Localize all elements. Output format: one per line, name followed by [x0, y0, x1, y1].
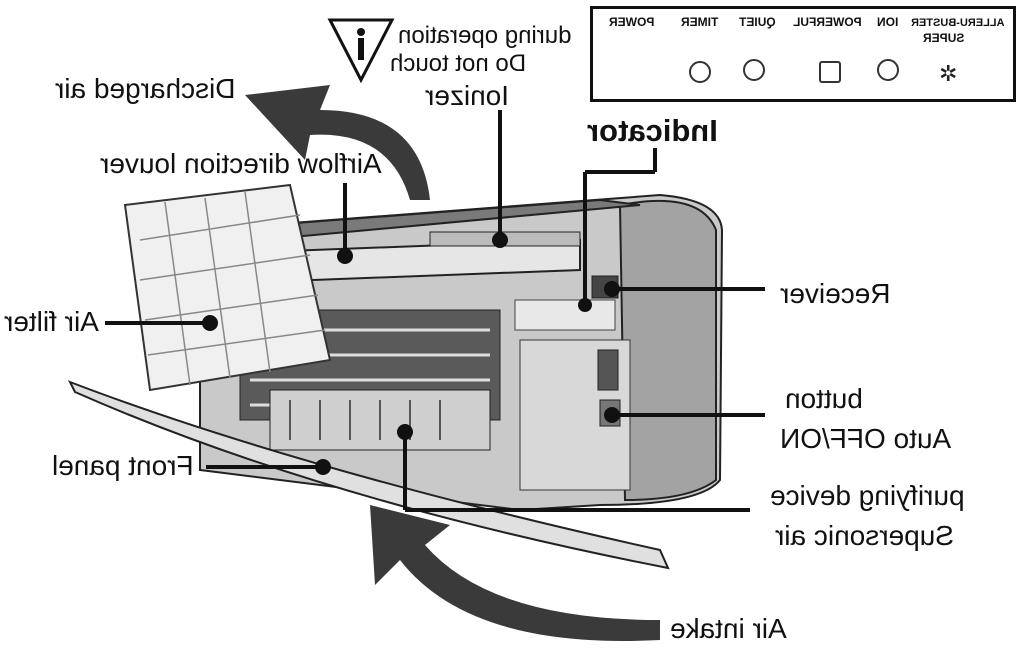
indicator-super: SUPER	[923, 31, 965, 45]
discharged-air-arrow	[245, 85, 430, 200]
indicator-panel: POWER TIMER QUIET POWERFUL ION SUPER ALL…	[590, 6, 1016, 102]
unit-indicator-strip	[514, 299, 616, 331]
indicator-powerful: POWERFUL	[793, 15, 862, 29]
label-air-intake: Air intake	[670, 613, 787, 644]
label-airflow-louver: Airflow direction louver	[100, 148, 382, 179]
label-warning-line1: Do not touch	[390, 50, 527, 77]
label-auto-line2: button	[785, 383, 863, 414]
indicator-ion: ION	[877, 15, 899, 29]
indicator-allergen-buster: ALLERU-BUSTER	[911, 17, 1005, 29]
label-warning-line2: during operation	[398, 22, 572, 49]
label-front-panel: Front panel	[52, 450, 194, 481]
powerful-icon	[819, 61, 841, 83]
label-auto-line1: Auto OFF/ON	[780, 423, 952, 454]
label-receiver: Receiver	[780, 278, 891, 309]
timer-icon	[689, 61, 711, 83]
air-filter-frame	[123, 183, 332, 392]
label-supersonic-line1: Supersonic air	[775, 520, 954, 551]
label-supersonic-line2: purifying device	[770, 480, 965, 511]
indicator-timer: TIMER	[681, 15, 719, 29]
label-indicator: Indicator	[587, 113, 718, 148]
quiet-icon	[743, 59, 765, 81]
allergen-buster-icon: ✲	[939, 61, 958, 86]
indicator-power: POWER	[609, 15, 655, 29]
warning-triangle-icon	[327, 18, 395, 84]
indicator-quiet: QUIET	[739, 15, 776, 29]
label-discharged-air: Discharged air	[55, 73, 236, 104]
ion-icon	[877, 59, 899, 81]
label-air-filter: Air filter	[4, 306, 99, 337]
front-panel	[67, 380, 670, 570]
label-ionizer: Ionizer	[425, 80, 510, 111]
air-intake-arrow	[370, 505, 660, 641]
unit-side-cap	[618, 199, 717, 502]
